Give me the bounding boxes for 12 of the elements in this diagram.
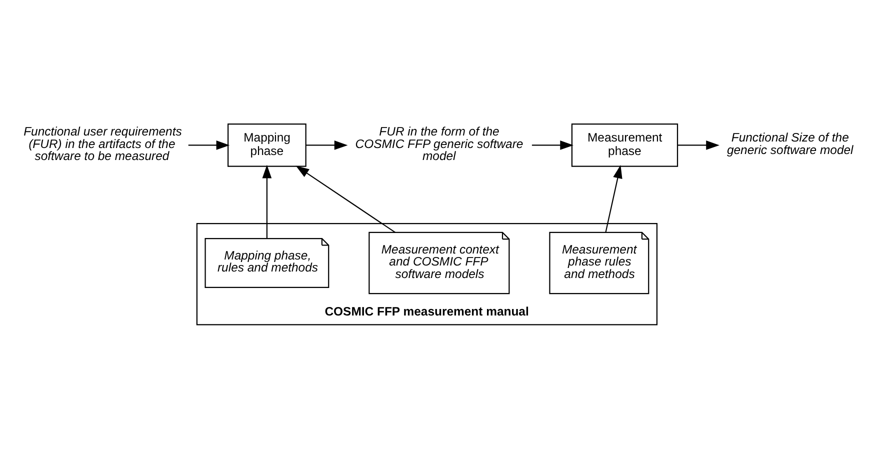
node-box: Measurement phase <box>570 123 678 166</box>
node-text: FUR in the form of the COSMIC FFP generic software model <box>354 124 523 162</box>
arrow <box>531 140 573 150</box>
node-text: Functional user requirements (FUR) in the artifacts of the software to be measured <box>23 124 182 162</box>
arrow <box>188 140 230 150</box>
arrow <box>295 165 396 232</box>
arrow <box>604 164 622 232</box>
arrow <box>262 164 272 238</box>
arrow <box>677 140 719 150</box>
node-box: Mapping phase <box>227 123 306 166</box>
arrow <box>305 140 348 150</box>
node-text: Functional Size of the generic software model <box>726 130 853 156</box>
